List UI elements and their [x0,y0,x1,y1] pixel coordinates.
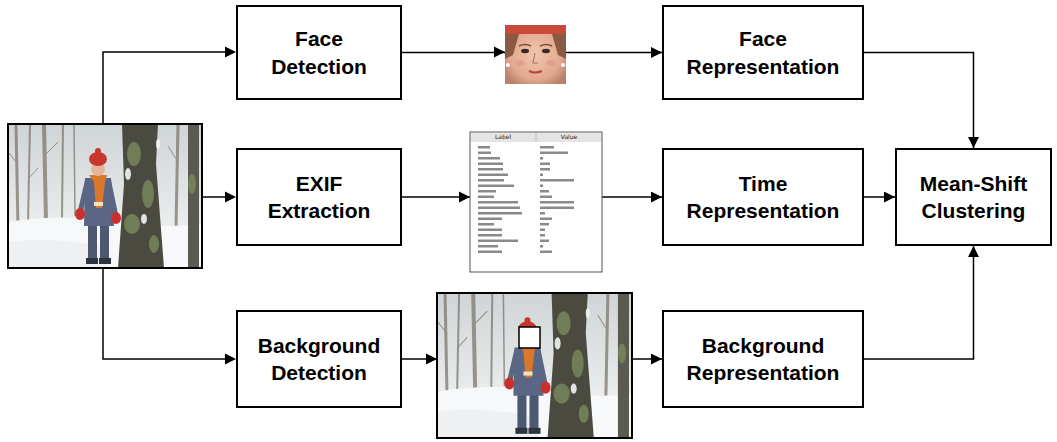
box-label: Mean-Shift Clustering [909,170,1039,225]
box-label: Background Representation [677,332,849,387]
background-photo [437,293,632,438]
table-header: Label [471,133,535,141]
connector-arrow [864,246,974,359]
table-header: Value [537,133,601,141]
process-box: EXIF Extraction [236,148,402,246]
process-box: Background Representation [662,310,864,408]
arrow-head [494,47,505,58]
face-crop [505,25,566,84]
process-box: Face Detection [236,5,402,100]
box-label: Background Detection [252,332,387,387]
box-label: Time Representation [677,170,849,225]
box-label: Face Detection [252,25,387,80]
box-label: Face Representation [677,25,849,80]
connector-arrow [864,53,974,149]
input-arrows [103,52,226,359]
arrow-heads [225,47,236,365]
box-label: EXIF Extraction [252,170,387,225]
exif-table [470,132,602,272]
connector-arrow [864,196,895,198]
arrow-head [426,354,437,365]
input-photo [8,124,202,268]
process-box: Background Detection [236,310,402,408]
arrow-head [459,192,470,203]
process-box: Face Representation [662,5,864,100]
process-box: Mean-Shift Clustering [895,148,1052,246]
process-box: Time Representation [662,148,864,246]
